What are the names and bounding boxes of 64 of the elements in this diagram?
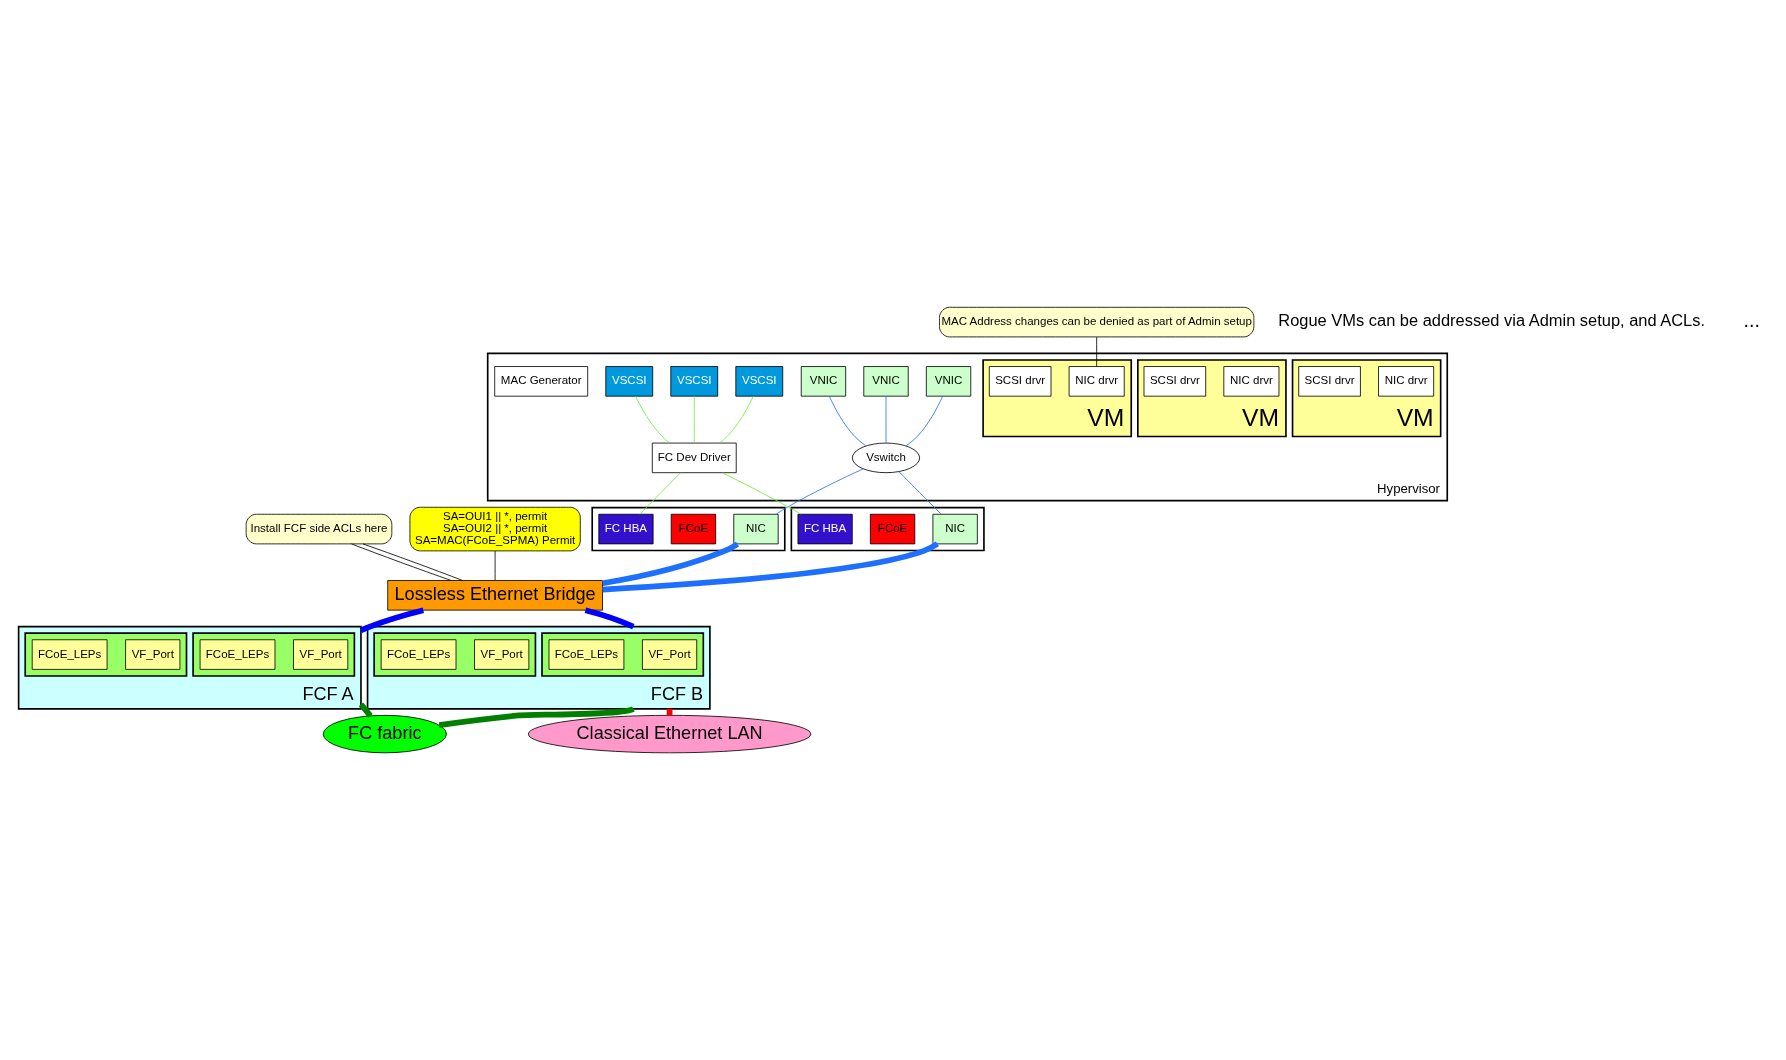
node-box: NIC — [932, 513, 978, 545]
cluster — [373, 632, 537, 677]
cluster — [24, 632, 188, 677]
node-ellipse: Vswitch — [851, 442, 921, 474]
connector — [722, 472, 802, 515]
node-box: VF_Port — [642, 639, 698, 670]
connector — [775, 468, 864, 515]
node-box: NIC drvr — [1223, 366, 1280, 397]
node-box: SA=OUI1 || *, permit SA=OUI2 || *, permit SA=MAC(FCoE_SPMA) Permit — [409, 506, 581, 552]
connector — [898, 471, 942, 515]
node-box: VF_Port — [293, 639, 349, 670]
connector — [602, 541, 939, 593]
cluster — [541, 632, 705, 677]
node-box: VSCSI — [670, 366, 719, 397]
node-box: VNIC — [800, 366, 847, 397]
connector — [719, 395, 754, 444]
connector — [584, 607, 635, 630]
connector — [885, 395, 887, 444]
node-box: VSCSI — [605, 366, 654, 397]
node-box: Install FCF side ACLs here — [245, 513, 393, 545]
node-box: SCSI drvr — [1143, 366, 1207, 397]
connector — [905, 395, 944, 447]
node-box: VNIC — [925, 366, 972, 397]
node-box: FCoE_LEPs — [31, 639, 108, 670]
node-box: VF_Port — [474, 639, 530, 670]
node-box: FC Dev Driver — [651, 442, 737, 474]
label: Rogue VMs can be addressed via Admin setup, and ACLs. — [1278, 311, 1706, 330]
cluster — [486, 352, 1449, 502]
node-box: FCoE_LEPs — [380, 639, 457, 670]
connector — [362, 543, 464, 581]
node-box: MAC Generator — [494, 366, 589, 397]
connector — [635, 395, 670, 444]
node-box: FC HBA — [797, 513, 853, 545]
label: ... — [1743, 309, 1760, 332]
node-ellipse: Classical Ethernet LAN — [527, 714, 812, 754]
node-label: Hypervisor — [1377, 481, 1441, 497]
connector — [358, 702, 373, 718]
node-box: FC HBA — [598, 513, 654, 545]
node-box: FCoE — [670, 513, 717, 545]
node-box: FCoE_LEPs — [199, 639, 276, 670]
node-box: FCoE — [869, 513, 916, 545]
connector — [602, 541, 739, 587]
node-box: MAC Address changes can be denied as part of Admin setup — [939, 306, 1255, 338]
node-box: NIC — [733, 513, 779, 545]
connector — [1096, 336, 1098, 367]
connector — [828, 395, 867, 447]
node-box: SCSI drvr — [988, 366, 1052, 397]
cluster — [192, 632, 356, 677]
node-box: VF_Port — [125, 639, 181, 670]
connector — [351, 543, 452, 581]
cluster — [591, 506, 786, 552]
node-box: SCSI drvr — [1298, 366, 1361, 397]
connector — [438, 706, 635, 728]
connector — [639, 472, 681, 515]
node-box: NIC drvr — [1068, 366, 1125, 397]
node-box: Lossless Ethernet Bridge — [387, 580, 603, 611]
connector — [693, 395, 695, 444]
node-box: NIC drvr — [1378, 366, 1435, 397]
connector — [494, 550, 496, 581]
node-box: VSCSI — [735, 366, 784, 397]
cluster — [790, 506, 985, 552]
node-ellipse: FC fabric — [322, 714, 447, 754]
node-box: VNIC — [863, 366, 909, 397]
node-box: FCoE_LEPs — [548, 639, 625, 670]
